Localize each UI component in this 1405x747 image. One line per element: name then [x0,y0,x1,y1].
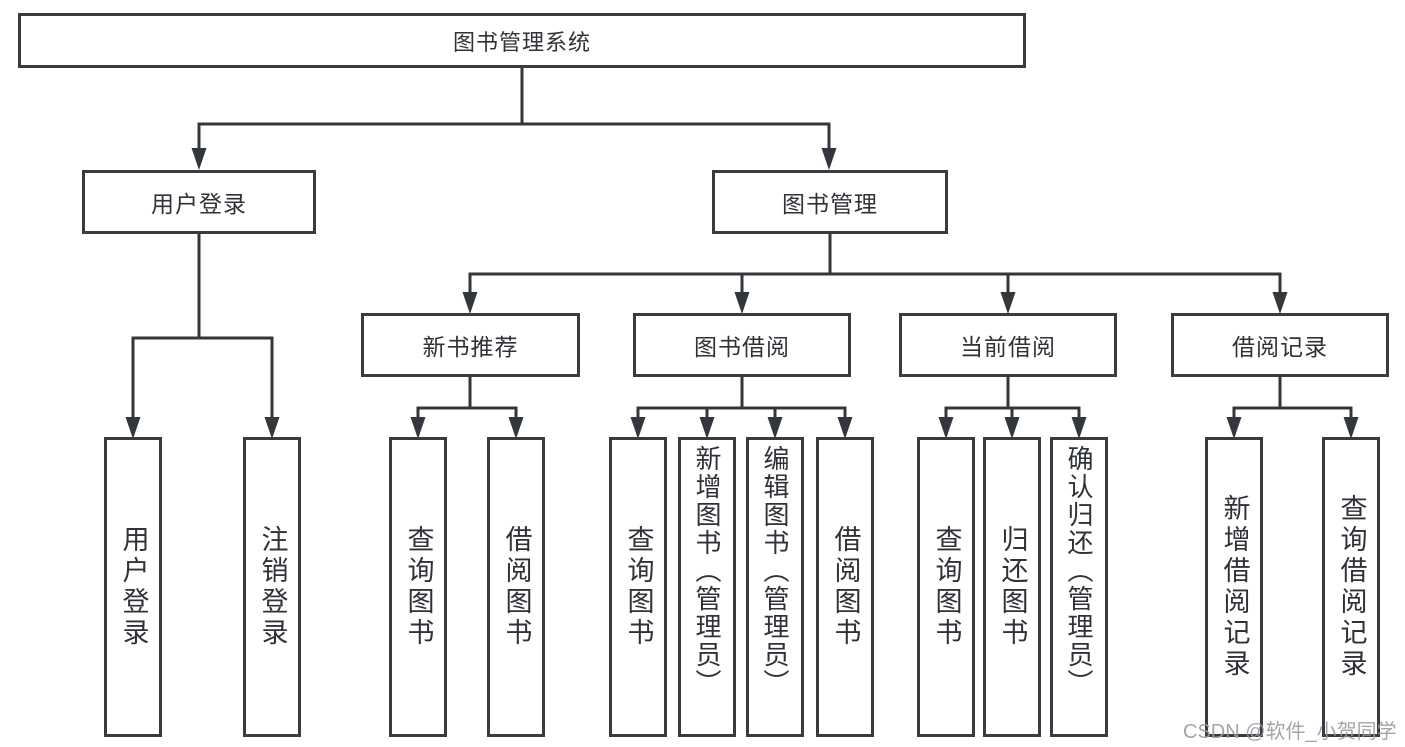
leaf-query-books-3-label: 查询图书 [931,525,962,649]
leaf-query-books-1-label: 查询图书 [403,525,434,649]
arrowheads [125,148,1359,439]
node-book-borrow-label: 图书借阅 [694,334,790,360]
leaf-confirm-return-admin-label: 确认归还（管理员） [1064,445,1094,697]
leaf-query-books-3: 查询图书 [917,437,975,737]
node-new-book-recommend: 新书推荐 [361,313,580,377]
leaf-query-borrow-record: 查询借阅记录 [1322,437,1380,737]
node-current-borrow-label: 当前借阅 [960,334,1056,360]
leaf-confirm-return-admin: 确认归还（管理员） [1050,437,1108,737]
node-current-borrow: 当前借阅 [899,313,1117,377]
leaf-return-books: 归还图书 [983,437,1041,737]
node-book-management: 图书管理 [712,170,948,234]
node-library-system-label: 图书管理系统 [452,29,591,55]
leaf-user-login: 用户登录 [104,437,162,737]
node-borrow-records-label: 借阅记录 [1232,334,1328,360]
leaf-borrow-books-2: 借阅图书 [816,437,874,737]
leaf-add-books-admin: 新增图书（管理员） [678,437,736,737]
leaf-logout-label: 注销登录 [257,525,288,649]
leaf-edit-books-admin: 编辑图书（管理员） [746,437,804,737]
leaf-add-books-admin-label: 新增图书（管理员） [692,445,722,697]
node-book-borrow: 图书借阅 [633,313,851,377]
leaf-borrow-books-1-label: 借阅图书 [501,525,532,649]
leaf-query-books-2-label: 查询图书 [623,525,654,649]
node-new-book-recommend-label: 新书推荐 [422,334,519,360]
leaf-return-books-label: 归还图书 [997,525,1028,649]
leaf-add-borrow-record: 新增借阅记录 [1205,437,1263,737]
node-user-login-label: 用户登录 [151,191,247,217]
leaf-logout: 注销登录 [243,437,301,737]
node-borrow-records: 借阅记录 [1171,313,1389,377]
leaf-user-login-label: 用户登录 [118,525,149,649]
leaf-add-borrow-record-label: 新增借阅记录 [1219,494,1250,680]
leaf-borrow-books-1: 借阅图书 [487,437,545,737]
node-book-management-label: 图书管理 [782,191,878,217]
node-user-login: 用户登录 [82,170,316,234]
leaf-query-books-1: 查询图书 [389,437,447,737]
csdn-watermark: CSDN @软件_小贺同学 [1183,721,1397,743]
leaf-query-borrow-record-label: 查询借阅记录 [1336,494,1367,680]
leaf-query-books-2: 查询图书 [609,437,667,737]
leaf-edit-books-admin-label: 编辑图书（管理员） [760,445,790,697]
leaf-borrow-books-2-label: 借阅图书 [830,525,861,649]
node-library-system: 图书管理系统 [18,13,1026,68]
